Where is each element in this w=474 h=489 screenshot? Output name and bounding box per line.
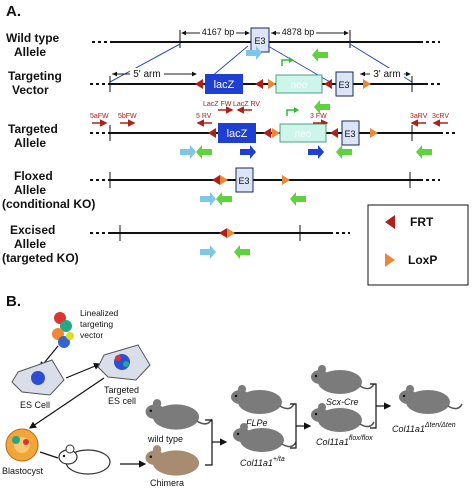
col-flox-mouse-icon <box>310 402 375 433</box>
dna-vector-icon <box>52 312 74 348</box>
vector-label-1: Linealized <box>80 308 119 318</box>
row-label-floxed-2: Allele <box>14 183 46 197</box>
legend-loxp: LoxP <box>408 253 437 267</box>
primer-arrows <box>92 106 448 127</box>
row-label-excised-2: Allele <box>14 237 46 251</box>
floxed-exon-label: E3 <box>238 176 249 186</box>
targeted-es-label-1: Targeted <box>104 385 139 395</box>
panel-a-letter: A. <box>6 3 21 20</box>
flpe-label: FLPe <box>246 418 268 428</box>
es-cell-icon <box>11 359 65 396</box>
chimera-mouse-icon <box>145 445 200 476</box>
wild-type-allele: E3 <box>92 27 440 53</box>
white-mouse-icon <box>58 444 111 475</box>
row-label-excised-3: (targeted KO) <box>2 251 79 265</box>
col-ten-mouse-icon <box>398 384 463 415</box>
targeted-es-label-2: ES cell <box>108 396 136 406</box>
col-ten-label: Col11a1Δten/Δten <box>392 422 456 434</box>
row-label-floxed-3: (conditional KO) <box>2 197 95 211</box>
chimera-label: Chimera <box>150 478 184 488</box>
panel-b-letter: B. <box>6 293 21 310</box>
primer-5rv: 5 RV <box>196 113 212 120</box>
row-label-wild-type-1: Wild type <box>6 31 60 45</box>
frt-legend-marker <box>385 215 395 229</box>
scx-cre-mouse-icon <box>310 364 375 395</box>
primer-lacz-rv: LacZ RV <box>233 101 260 108</box>
primer-3arv: 3aRV <box>410 113 428 120</box>
vector-label-2: targeting <box>80 319 113 329</box>
row-label-targeted-2: Allele <box>14 136 46 150</box>
targeted-es-cell-icon <box>97 344 151 381</box>
vector-neo-label: neo <box>291 80 308 91</box>
row-label-targeted-1: Targeted <box>8 122 58 136</box>
wild-type-mouse-icon <box>144 398 213 431</box>
wild-type-label: wild type <box>147 434 183 444</box>
scx-cre-label: Scx-Cre <box>326 397 359 407</box>
targeted-lacz-label: lacZ <box>227 128 248 140</box>
targeted-neo-label: neo <box>295 129 312 140</box>
primer-lacz-fw: LacZ FW <box>203 101 232 108</box>
targeted-allele: lacZ neo E3 <box>90 107 458 146</box>
primer-5afw: 5aFW <box>90 113 109 120</box>
wt-exon-label: E3 <box>254 36 265 46</box>
legend: FRT LoxP <box>367 204 469 286</box>
blastocyst-label: Blastocyst <box>2 466 44 476</box>
row-label-wild-type-2: Allele <box>14 45 46 59</box>
row-label-targeting-2: Vector <box>12 83 49 97</box>
three-arm-label: 3' arm <box>373 69 400 80</box>
primer-5bfw: 5bFW <box>118 113 137 120</box>
col-ta-label: Col11a1+/ta <box>240 456 285 468</box>
col-flox-label: Col11a1flox/flox <box>316 435 373 447</box>
floxed-allele: E3 <box>90 167 440 206</box>
row-label-floxed-1: Floxed <box>14 169 53 183</box>
row-label-targeting-1: Targeting <box>8 69 62 83</box>
primer-3fw: 3 FW <box>310 113 327 120</box>
blastocyst-icon <box>5 428 39 462</box>
right-bp-label: 4878 bp <box>282 27 315 37</box>
five-arm-label: 5' arm <box>133 69 160 80</box>
excised-allele <box>90 225 350 259</box>
targeted-exon-label: E3 <box>344 129 355 139</box>
vector-label-3: vector <box>80 330 103 340</box>
targeted-primer-set <box>180 145 432 159</box>
flpe-mouse-icon <box>230 384 295 415</box>
primer-3crv: 3cRV <box>432 113 449 120</box>
row-label-excised-1: Excised <box>10 223 55 237</box>
left-bp-label: 4167 bp <box>202 27 235 37</box>
legend-frt: FRT <box>410 215 434 229</box>
vector-exon-label: E3 <box>338 80 349 90</box>
loxp-legend-marker <box>385 253 395 267</box>
vector-lacz-label: lacZ <box>214 79 235 91</box>
es-cell-label: ES Cell <box>20 400 50 410</box>
